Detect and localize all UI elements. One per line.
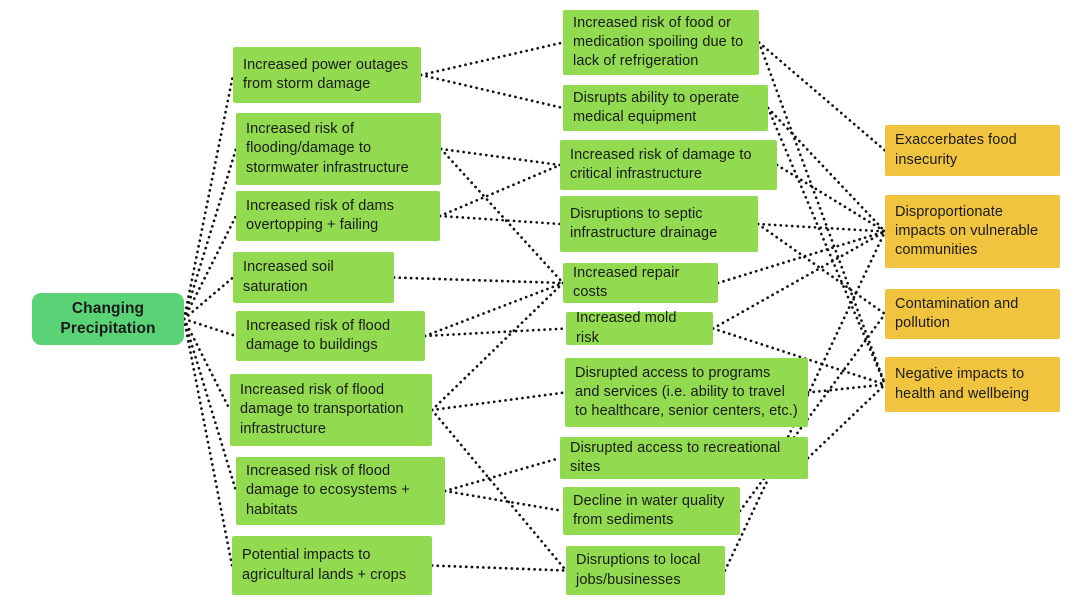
node-water: Decline in water quality from sediments [563,487,740,535]
edge-ecosystems-water [443,489,565,513]
node-label: Disruptions to septic infrastructure dra… [570,205,718,241]
node-septic: Disruptions to septic infrastructure dra… [560,196,758,252]
node-label: Increased risk of flood damage to buildi… [246,317,391,353]
edge-dams-septic [438,214,562,226]
node-jobs: Disruptions to local jobs/businesses [566,546,725,595]
edge-services-health [806,383,887,394]
node-dams: Increased risk of dams overtopping + fai… [236,191,440,241]
node-mold: Increased mold risk [566,310,713,346]
edge-root-buildings [182,317,238,338]
node-label: Disrupted access to programs and service… [575,364,798,420]
node-label: Increased risk of flood damage to transp… [240,382,404,437]
edge-repair-disproportionate [716,230,887,285]
node-agriculture: Potential impacts to agricultural lands … [232,536,432,595]
node-food_insecurity: Exaccerbates food insecurity [885,125,1060,176]
edge-root-transport [182,317,232,412]
node-label: Disproportionate impacts on vulnerable c… [895,203,1039,259]
node-label: Increased mold risk [576,310,677,346]
edge-root-power [182,73,235,321]
edge-stormwater-critical [439,147,562,167]
node-buildings: Increased risk of flood damage to buildi… [236,311,425,361]
edge-transport-jobs [430,408,568,572]
edge-root-dams [182,214,238,321]
edge-root-stormwater [182,147,238,321]
node-soil: Increased soil saturation [233,252,394,303]
node-label: Increased soil saturation [243,259,334,295]
node-spoiling: Increased risk of food or medication spo… [563,10,759,75]
edge-power-spoiling [419,41,565,77]
edge-transport-services [430,391,567,412]
edge-dams-critical [438,163,562,218]
node-label: Increased risk of flood damage to ecosys… [246,463,410,518]
node-label: Disrupts ability to operate medical equi… [573,89,740,125]
node-root: Changing Precipitation [32,293,184,345]
node-label: Increased repair costs [573,264,680,300]
edge-spoiling-food_insecurity [757,41,887,152]
edge-mold-disproportionate [711,230,887,330]
node-transport: Increased risk of flood damage to transp… [230,374,432,446]
node-repair: Increased repair costs [563,263,718,303]
node-disproportionate: Disproportionate impacts on vulnerable c… [885,195,1060,268]
edge-mold-health [711,327,887,386]
node-critical: Increased risk of damage to critical inf… [560,140,777,190]
edge-root-ecosystems [182,317,238,493]
edge-soil-repair [392,276,565,285]
edge-recreation-health [806,383,887,460]
node-label: Disrupted access to recreational sites [570,439,781,475]
edge-agriculture-jobs [430,564,568,572]
node-stormwater: Increased risk of flooding/damage to sto… [236,113,441,185]
edge-medical-health [766,106,887,386]
edge-spoiling-health [757,41,887,386]
node-health: Negative impacts to health and wellbeing [885,357,1060,412]
edge-root-soil [182,276,235,321]
node-ecosystems: Increased risk of flood damage to ecosys… [236,457,445,525]
edge-stormwater-repair [439,147,565,285]
node-power: Increased power outages from storm damag… [233,47,421,103]
edge-power-medical [419,73,565,110]
node-label: Increased power outages from storm damag… [243,56,409,92]
node-services: Disrupted access to programs and service… [565,358,808,427]
edge-septic-disproportionate [756,222,887,233]
edge-buildings-repair [423,281,565,338]
node-recreation: Disrupted access to recreational sites [560,437,808,479]
node-label: Contamination and pollution [895,295,1019,331]
edge-medical-disproportionate [766,106,887,233]
edge-transport-repair [430,281,565,412]
node-label: Increased risk of dams overtopping + fai… [246,197,395,233]
node-label: Negative impacts to health and wellbeing [895,366,1030,402]
node-label: Increased risk of damage to critical inf… [570,146,752,182]
node-label: Decline in water quality from sediments [573,492,725,528]
edge-ecosystems-recreation [443,456,562,493]
edge-critical-disproportionate [775,163,887,233]
node-contamination: Contamination and pollution [885,289,1060,339]
edge-root-agriculture [182,317,234,567]
node-label: Increased risk of food or medication spo… [573,14,744,70]
node-medical: Disrupts ability to operate medical equi… [563,85,768,131]
node-label: Changing Precipitation [60,299,156,337]
node-label: Exaccerbates food insecurity [895,132,1017,168]
edge-buildings-mold [423,327,568,338]
node-label: Increased risk of flooding/damage to sto… [246,121,409,176]
node-label: Disruptions to local jobs/businesses [576,552,701,588]
node-label: Potential impacts to agricultural lands … [242,547,407,583]
